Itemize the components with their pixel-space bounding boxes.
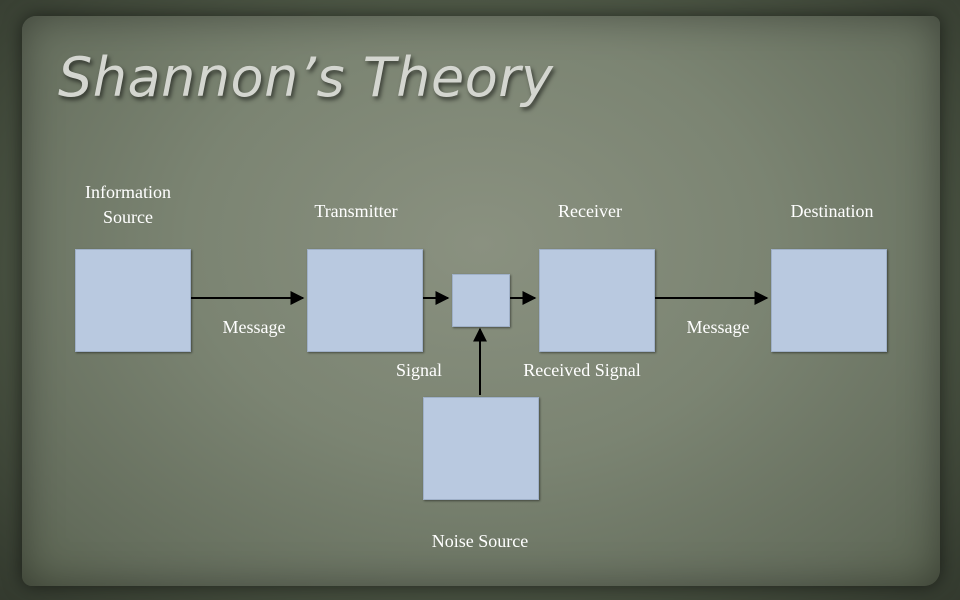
receiver-box [539, 249, 655, 352]
transmitter-box [307, 249, 423, 352]
noise-source-box [423, 397, 539, 500]
message-in-label: Message [222, 317, 286, 337]
received-signal-label: Received Signal [523, 360, 641, 380]
message-out-label: Message [686, 317, 750, 337]
receiver-label: Receiver [558, 201, 622, 221]
information-source-label: Information Source [68, 180, 188, 230]
destination-label: Destination [790, 201, 874, 221]
destination-box [771, 249, 887, 352]
information-source-box [75, 249, 191, 352]
information-source-label-line1: Information [85, 182, 171, 202]
slide-title: Shannon’s Theory [58, 46, 554, 109]
noise-source-label: Noise Source [431, 531, 529, 551]
signal-label: Signal [395, 360, 442, 380]
transmitter-label: Transmitter [314, 201, 398, 221]
channel-box [452, 274, 510, 327]
information-source-label-line2: Source [103, 207, 153, 227]
